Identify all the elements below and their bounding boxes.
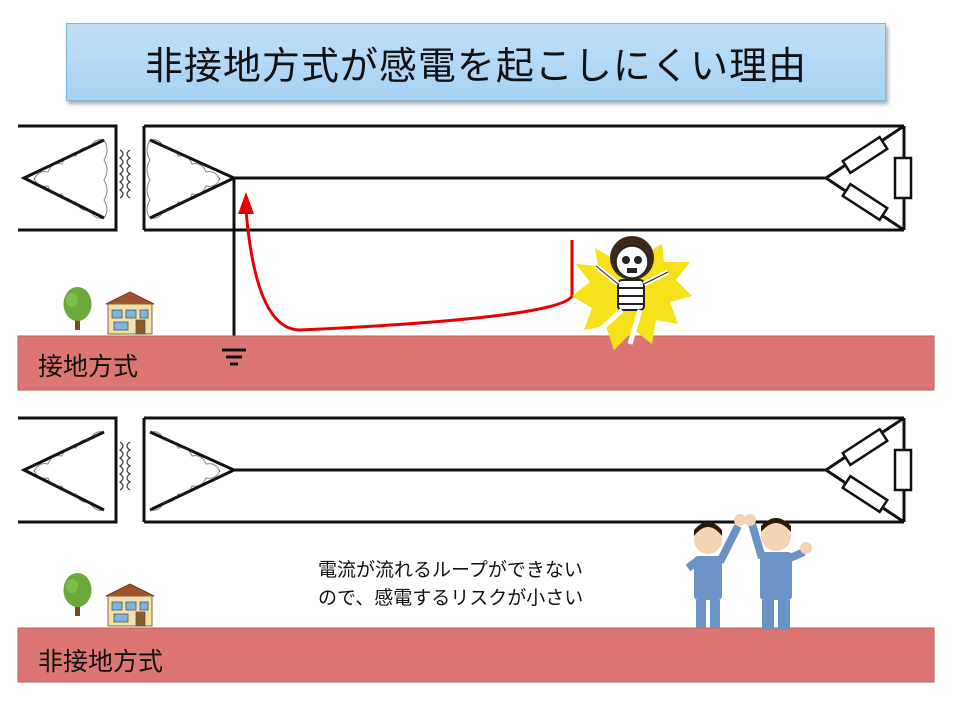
label-grounded-system: 接地方式 (38, 352, 139, 381)
page-title: 非接地方式が感電を起こしにくい理由 (144, 43, 808, 88)
ground-symbol-icon (222, 348, 246, 366)
house-icon (105, 291, 155, 335)
load-resistor-icon (841, 135, 913, 222)
transformer-coil-icon (118, 149, 124, 199)
current-path-arrow (244, 209, 574, 332)
ground-band-top (17, 335, 935, 391)
tree-icon (63, 287, 92, 330)
ground-band-bottom (17, 627, 935, 683)
explanation-note: 電流が流れるループができない ので、感電するリスクが小さい (318, 556, 583, 612)
note-line-1: 電流が流れるループができない (318, 559, 583, 581)
note-line-2: ので、感電するリスクが小さい (318, 587, 584, 609)
label-ungrounded-system: 非接地方式 (38, 647, 164, 676)
title-banner: 非接地方式が感電を起こしにくい理由 (66, 23, 886, 101)
skeleton-shock-icon (572, 236, 692, 350)
worker-icon (685, 514, 812, 630)
bottom-circuit (18, 416, 913, 524)
top-circuit (18, 124, 913, 350)
